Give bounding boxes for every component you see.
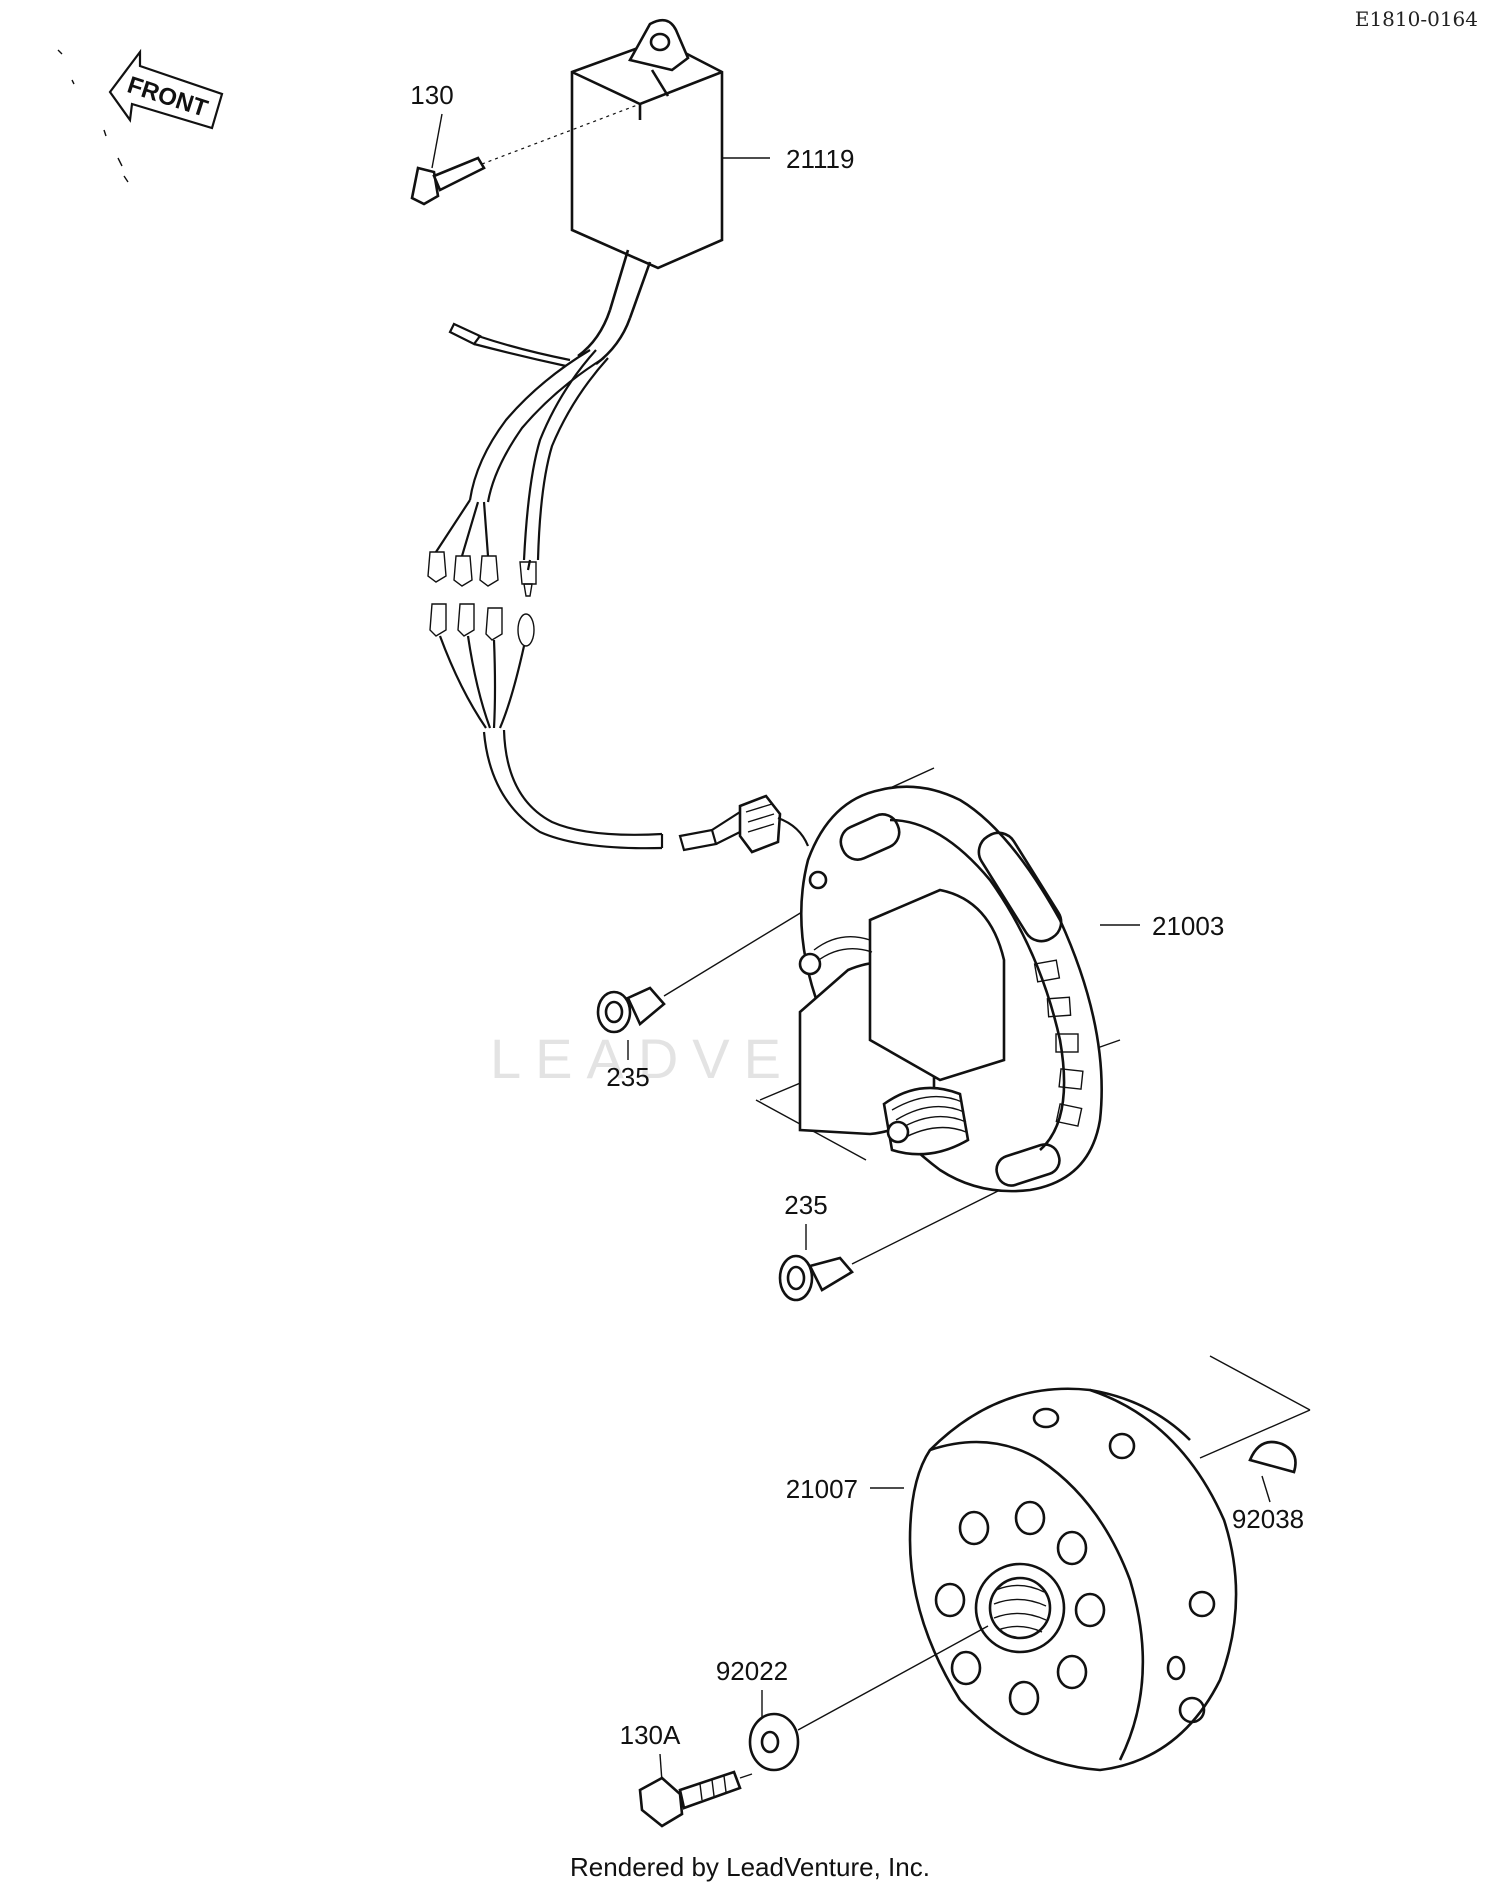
footer-credit: Rendered by LeadVenture, Inc. (570, 1852, 930, 1882)
callout-235-lower: 235 (784, 1190, 827, 1220)
stator-assembly (755, 767, 1121, 1193)
wiring-harness (427, 322, 810, 854)
woodruff-key-92038 (1248, 1440, 1297, 1503)
bolt-130a (638, 1753, 753, 1828)
callout-21003: 21003 (1152, 911, 1224, 941)
washer-92022 (748, 1625, 989, 1772)
callout-92038: 92038 (1232, 1504, 1304, 1534)
diagram-code: E1810-0164 (1355, 7, 1478, 31)
cdi-unit (570, 18, 724, 366)
callout-92022: 92022 (716, 1656, 788, 1686)
flywheel-rotor (908, 1355, 1311, 1772)
screw-235-lower (778, 1189, 1001, 1302)
callout-21007: 21007 (786, 1474, 858, 1504)
callout-130a: 130A (620, 1720, 681, 1750)
callout-235-upper: 235 (606, 1062, 649, 1092)
front-arrow-icon: FRONT (57, 48, 224, 183)
callout-21119: 21119 (786, 144, 854, 174)
callout-130: 130 (410, 80, 453, 110)
screw-235-upper (596, 911, 803, 1060)
bolt-130 (410, 103, 641, 206)
